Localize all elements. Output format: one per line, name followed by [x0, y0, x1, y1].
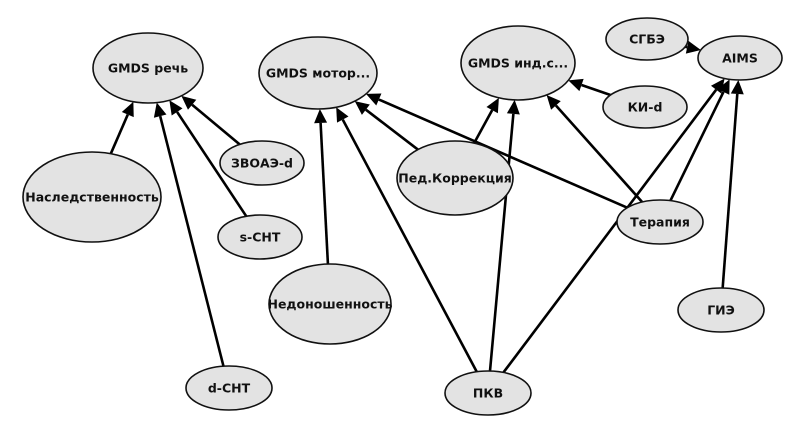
- edge-line: [378, 98, 628, 209]
- edge-line: [669, 91, 725, 202]
- node-gie[interactable]: ГИЭ: [677, 287, 765, 333]
- edge-pkv-to-gmds_ind: [488, 99, 520, 372]
- node-label: GMDS инд.с...: [468, 56, 568, 71]
- edge-line: [176, 111, 248, 217]
- arrowhead-icon: [717, 79, 730, 95]
- arrowhead-icon: [568, 78, 584, 92]
- edge-gie-to-aims: [721, 79, 744, 289]
- node-gmds_ind[interactable]: GMDS инд.с...: [460, 25, 576, 101]
- arrowhead-icon: [121, 101, 134, 118]
- edge-pkv-to-gmds_motor: [336, 107, 478, 373]
- node-label: GMDS мотор...: [266, 66, 370, 81]
- edge-d_cht-to-gmds_speech: [153, 102, 225, 367]
- node-label: GMDS речь: [108, 61, 188, 76]
- arrowhead-icon: [730, 79, 744, 95]
- node-ellipse[interactable]: [219, 140, 305, 186]
- node-ellipse[interactable]: [677, 287, 765, 333]
- node-label: ГИЭ: [707, 303, 735, 318]
- edge-zvoae_d-to-gmds_speech: [181, 95, 241, 146]
- edge-line: [554, 104, 644, 203]
- node-ellipse[interactable]: [258, 36, 378, 110]
- node-label: ПКВ: [473, 386, 503, 401]
- node-label: d-CHT: [208, 381, 251, 396]
- node-ellipse[interactable]: [602, 85, 688, 129]
- node-label: AIMS: [722, 51, 758, 66]
- node-aims[interactable]: AIMS: [697, 35, 783, 81]
- edge-line: [319, 122, 330, 265]
- node-ellipse[interactable]: [697, 35, 783, 81]
- edge-line: [158, 115, 225, 367]
- node-gmds_motor[interactable]: GMDS мотор...: [258, 36, 378, 110]
- arrowhead-icon: [181, 95, 197, 110]
- edge-s_cht-to-gmds_speech: [169, 100, 248, 217]
- node-s_cht[interactable]: s-CHT: [217, 214, 303, 260]
- node-pkv[interactable]: ПКВ: [444, 370, 532, 416]
- edge-line: [109, 114, 129, 155]
- edge-ped_correction-to-gmds_ind: [472, 97, 499, 144]
- node-label: Пед.Коррекция: [398, 171, 512, 186]
- node-ellipse[interactable]: [185, 365, 273, 411]
- node-heredity[interactable]: Наследственность: [22, 151, 162, 243]
- edge-therapy-to-aims: [669, 79, 730, 202]
- edge-premature-to-gmds_motor: [314, 108, 330, 265]
- edge-therapy-to-gmds_motor: [366, 93, 628, 209]
- arrowhead-icon: [354, 101, 370, 115]
- node-ellipse[interactable]: [92, 32, 204, 104]
- node-therapy[interactable]: Терапия: [616, 199, 704, 245]
- node-zvoae_d[interactable]: ЗВОАЭ-d: [219, 140, 305, 186]
- node-sgbe[interactable]: СГБЭ: [605, 17, 689, 61]
- arrowhead-icon: [685, 40, 701, 54]
- edge-line: [472, 109, 494, 144]
- edge-line: [502, 88, 718, 374]
- arrowhead-icon: [366, 93, 382, 106]
- node-ellipse[interactable]: [396, 140, 514, 216]
- node-ellipse[interactable]: [460, 25, 576, 101]
- arrowhead-icon: [486, 97, 499, 114]
- node-label: Наследственность: [25, 190, 159, 205]
- node-ki_d[interactable]: КИ-d: [602, 85, 688, 129]
- arrowhead-icon: [153, 102, 167, 118]
- edge-therapy-to-gmds_ind: [546, 95, 644, 203]
- arrowhead-icon: [506, 99, 520, 115]
- arrowhead-icon: [314, 108, 328, 124]
- node-ellipse[interactable]: [605, 17, 689, 61]
- node-ped_correction[interactable]: Пед.Коррекция: [396, 140, 514, 216]
- node-ellipse[interactable]: [444, 370, 532, 416]
- edge-heredity-to-gmds_speech: [109, 101, 134, 155]
- edge-line: [341, 118, 478, 373]
- edge-line: [721, 93, 739, 289]
- edge-line: [365, 108, 419, 151]
- node-ellipse[interactable]: [22, 151, 162, 243]
- node-d_cht[interactable]: d-CHT: [185, 365, 273, 411]
- node-ellipse[interactable]: [616, 199, 704, 245]
- edge-ped_correction-to-gmds_motor: [354, 101, 419, 151]
- node-label: ЗВОАЭ-d: [231, 156, 293, 171]
- edge-ki_d-to-gmds_ind: [568, 78, 611, 97]
- node-label: Терапия: [630, 215, 690, 230]
- node-premature[interactable]: Недоношенность: [267, 263, 393, 345]
- node-label: s-CHT: [240, 230, 281, 245]
- edge-line: [191, 103, 241, 146]
- node-label: КИ-d: [628, 100, 663, 115]
- edges-layer: [109, 40, 744, 374]
- arrowhead-icon: [546, 95, 561, 110]
- edge-line: [581, 83, 611, 97]
- arrowhead-icon: [336, 107, 349, 123]
- arrowhead-icon: [169, 100, 183, 116]
- node-label: СГБЭ: [629, 32, 665, 47]
- node-ellipse[interactable]: [217, 214, 303, 260]
- edge-line: [488, 113, 515, 372]
- node-label: Недоношенность: [267, 297, 392, 312]
- node-gmds_speech[interactable]: GMDS речь: [92, 32, 204, 104]
- node-ellipse[interactable]: [268, 263, 392, 345]
